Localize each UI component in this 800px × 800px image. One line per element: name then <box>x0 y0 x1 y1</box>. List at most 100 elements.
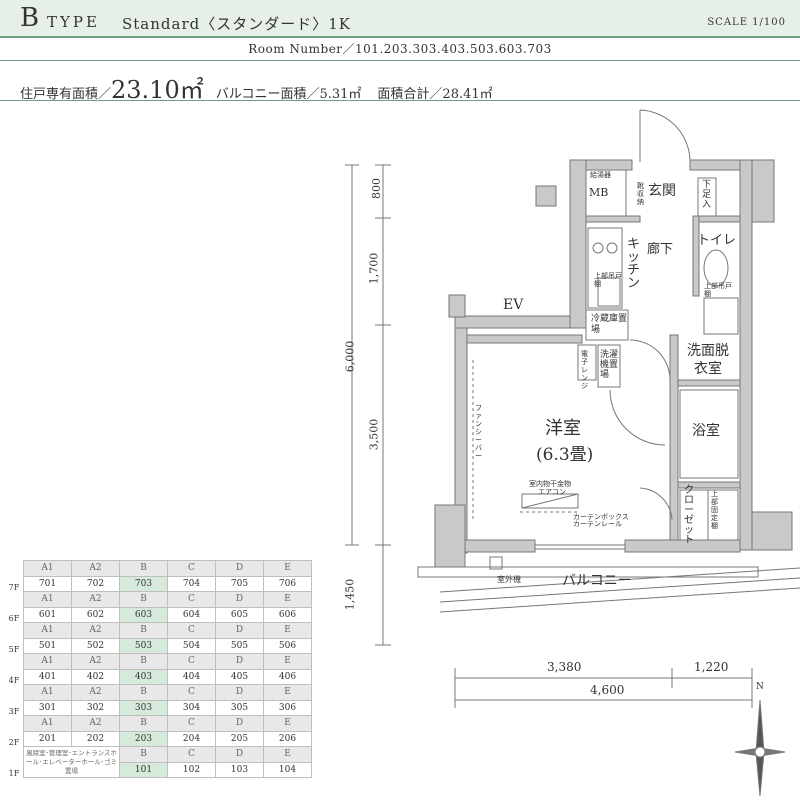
rule-bottom <box>0 100 800 101</box>
wall-kitchen-top <box>585 215 641 223</box>
label-fan: ファンシーバー <box>475 404 482 460</box>
column-header: A1 <box>23 622 72 639</box>
column-header: D <box>215 591 264 608</box>
plan-title: Standard〈スタンダード〉1K <box>122 15 351 33</box>
unit-number: 501 <box>23 637 72 654</box>
column-header: B <box>119 715 168 732</box>
unit-number: 201 <box>23 730 72 747</box>
header-bar: B TYPE Standard〈スタンダード〉1K SCALE 1/100 <box>0 0 800 38</box>
unit-number: 306 <box>263 699 312 716</box>
floor-spacer <box>5 684 24 700</box>
column-header: C <box>167 591 216 608</box>
room-door <box>629 339 671 381</box>
column-header: E <box>263 622 312 639</box>
column-small <box>535 185 557 207</box>
column-header: E <box>263 653 312 670</box>
column-header: A1 <box>23 715 72 732</box>
dim-3500: 3,500 <box>367 418 381 451</box>
wall-bath <box>669 334 679 541</box>
column-header: C <box>167 622 216 639</box>
wall-closet-top <box>677 481 741 489</box>
rule-top <box>0 60 800 61</box>
wall-ev <box>454 315 586 329</box>
label-micro: 電子レンジ <box>581 350 588 390</box>
label-meter: 給湯器 <box>590 171 611 179</box>
unit-number: 704 <box>167 575 216 592</box>
kitchen-counter <box>587 227 623 309</box>
label-curtain-1: カーテンボックス <box>573 513 629 521</box>
label-kutsu: 靴収納 <box>637 182 644 206</box>
label-kitchen: キッチン <box>627 237 641 291</box>
upper-shelf-box <box>707 489 739 541</box>
label-shoes: 下足入 <box>702 180 712 210</box>
label-upper-shelf: 上部吊戸棚 <box>594 272 622 288</box>
shoe-box <box>697 177 717 217</box>
sink-basin <box>703 297 739 335</box>
unit-number: 304 <box>167 699 216 716</box>
wall-left-bottom <box>434 504 466 568</box>
area-value: 23.10㎡ <box>111 76 204 104</box>
unit-number: 505 <box>215 637 264 654</box>
dim-1700: 1,700 <box>367 252 381 285</box>
balcony-rail-2 <box>439 577 800 603</box>
label-tatami: (6.3畳) <box>536 445 594 465</box>
label-closet: クローゼット <box>684 485 694 546</box>
column-header: D <box>215 622 264 639</box>
floor-label: 4F <box>5 669 24 685</box>
column-header: B <box>119 560 168 577</box>
label-upper-closet: 上部固定棚 <box>711 490 718 530</box>
total-area: 面積合計／28.41㎡ <box>377 87 493 102</box>
stove-2 <box>606 242 618 254</box>
unit-number: 101 <box>119 761 168 778</box>
outdoor-unit <box>489 556 503 570</box>
column-header: D <box>215 715 264 732</box>
unit-number: 303 <box>119 699 168 716</box>
column-header: C <box>167 715 216 732</box>
fridge-box <box>585 309 629 341</box>
column-header: E <box>263 684 312 701</box>
dim-800: 800 <box>370 178 383 199</box>
unit-number: 401 <box>23 668 72 685</box>
label-mb: MB <box>589 186 609 199</box>
balcony-rail-3 <box>439 587 800 613</box>
dim-4600: 4,600 <box>590 683 625 697</box>
column-header: C <box>167 653 216 670</box>
micro-box <box>577 344 597 381</box>
unit-number: 205 <box>215 730 264 747</box>
area-label: 住戸専有面積／ <box>20 87 112 102</box>
room-door-2 <box>609 389 666 446</box>
unit-number: 605 <box>215 606 264 623</box>
wall-mb <box>569 159 587 329</box>
floor-label: 3F <box>5 700 24 716</box>
unit-number: 506 <box>263 637 312 654</box>
label-washer: 洗濯機置場 <box>600 350 619 380</box>
balcony-area: バルコニー面積／5.31㎡ <box>215 87 362 102</box>
floor-label: 7F <box>5 576 24 592</box>
unit-number: 402 <box>71 668 120 685</box>
unit-number: 703 <box>119 575 168 592</box>
balcony-slab <box>417 566 759 578</box>
column-header: B <box>119 684 168 701</box>
closet-door <box>639 487 673 521</box>
bath-tub <box>679 389 739 479</box>
floor-label: 6F <box>5 607 24 623</box>
floor-spacer <box>5 653 24 669</box>
column-header: C <box>167 684 216 701</box>
unit-number: 302 <box>71 699 120 716</box>
washer-box <box>597 344 621 388</box>
floor-label: 1F <box>5 762 24 778</box>
column-header: D <box>215 746 264 763</box>
column-header: A1 <box>23 560 72 577</box>
compass-center <box>754 746 766 758</box>
column-ev <box>448 294 466 318</box>
floor-spacer <box>5 746 24 762</box>
floor-spacer <box>5 591 24 607</box>
stove-1 <box>592 242 604 254</box>
entry-door <box>639 109 691 162</box>
dim-6000: 6,000 <box>343 340 357 373</box>
aircon-diag <box>521 493 579 509</box>
unit-number: 603 <box>119 606 168 623</box>
column-right-bottom <box>751 511 793 551</box>
common-area-note: 風除室･管理室･エントランスホール･エレベーターホール･ゴミ置場 <box>23 746 120 778</box>
